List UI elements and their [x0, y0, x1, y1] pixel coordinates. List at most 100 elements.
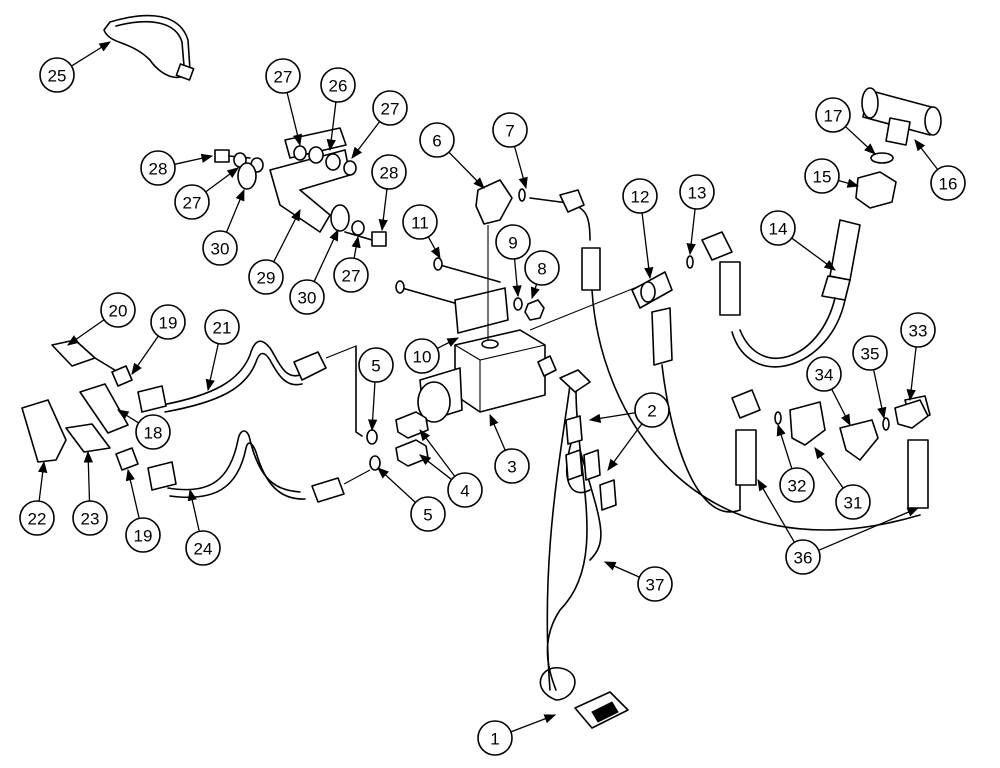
- callout-number: 27: [183, 194, 202, 213]
- callout-circle: [358, 347, 394, 383]
- callout-circle: [372, 90, 408, 126]
- callout-number: 28: [380, 164, 399, 183]
- part-26-nut-a: [308, 146, 324, 164]
- callout-leader-c18: [117, 409, 139, 424]
- callout-leader-c4a: [419, 454, 452, 481]
- callout-leader-c27c: [351, 121, 381, 159]
- callout-number: 5: [423, 506, 432, 525]
- callout-number: 12: [631, 188, 650, 207]
- callout-circle: [125, 517, 161, 553]
- part-30-clip-left: [237, 162, 257, 190]
- leader-hose-12: [529, 284, 643, 331]
- callout-c23: 23: [72, 500, 108, 536]
- callout-c34: 34: [806, 356, 842, 392]
- part-27-washer-e: [351, 220, 365, 236]
- callout-circle: [19, 500, 55, 536]
- callout-circle: [806, 356, 842, 392]
- callout-c8: 8: [524, 250, 560, 286]
- callout-number: 7: [505, 122, 514, 141]
- callout-circle: [402, 204, 438, 240]
- callout-number: 1: [490, 730, 499, 749]
- callout-c30b: 30: [289, 279, 325, 315]
- part-34-tee: [839, 419, 879, 461]
- part-25-clamp: [103, 14, 195, 81]
- callout-circle: [140, 150, 176, 186]
- part-28-bolt-right: [344, 231, 387, 247]
- callout-number: 35: [861, 345, 880, 364]
- part-8-nut: [524, 299, 545, 321]
- callout-leader-c29: [273, 208, 301, 263]
- callout-number: 36: [794, 549, 813, 568]
- callout-c16: 16: [930, 165, 966, 201]
- callout-number: 21: [213, 319, 232, 338]
- callout-circle: [495, 224, 531, 260]
- callout-number: 27: [342, 267, 361, 286]
- callout-c15: 15: [804, 158, 840, 194]
- part-21-nut: [293, 351, 327, 381]
- callout-number: 11: [411, 214, 429, 233]
- part-2-connector-b: [565, 449, 583, 481]
- callout-c28b: 28: [371, 154, 407, 190]
- callout-leader-c25: [71, 41, 111, 67]
- callout-circle: [815, 97, 851, 133]
- part-21-tube-b: [164, 352, 303, 413]
- callout-leader-c17: [845, 126, 876, 155]
- callout-leader-c19a: [131, 335, 159, 375]
- part-27-washer-c: [293, 145, 307, 161]
- callout-circle: [204, 309, 240, 345]
- part-13-o-ring: [686, 255, 694, 269]
- callout-number: 3: [507, 458, 516, 477]
- callout-leader-c27a: [286, 92, 303, 147]
- callout-c20: 20: [100, 292, 136, 328]
- callout-c14: 14: [760, 210, 796, 246]
- callout-leader-c16: [914, 139, 939, 170]
- callout-leader-c15: [838, 178, 860, 188]
- callout-leader-extra-c2-0: [607, 423, 643, 471]
- callout-c29: 29: [248, 259, 284, 295]
- part-35-o-ring: [882, 417, 890, 431]
- part-24-tube: [167, 430, 301, 493]
- callout-c36: 36: [785, 539, 821, 575]
- part-4-harness-nut: [537, 355, 557, 377]
- callout-leader-c22: [38, 460, 48, 502]
- callout-circle: [265, 58, 301, 94]
- callout-number: 10: [413, 348, 432, 367]
- callout-c27b: 27: [174, 184, 210, 220]
- callout-circle: [785, 539, 821, 575]
- callout-circle: [248, 259, 284, 295]
- callout-circle: [634, 392, 670, 428]
- callout-c6: 6: [419, 122, 455, 158]
- part-19-nut-lower: [115, 447, 139, 471]
- callout-number: 15: [813, 168, 832, 187]
- callout-c7: 7: [492, 112, 528, 148]
- part-21-tube: [161, 340, 301, 406]
- callout-circle: [492, 112, 528, 148]
- callout-number: 19: [159, 314, 178, 333]
- part-1-connector: [539, 667, 629, 729]
- callout-number: 24: [194, 540, 213, 559]
- callout-number: 31: [844, 494, 863, 513]
- hose-13: [701, 231, 741, 316]
- part-27-washer-d: [343, 160, 357, 176]
- part-26-nut-b: [325, 153, 341, 171]
- part-33-elbow: [894, 399, 929, 429]
- callout-c5b: 5: [410, 496, 446, 532]
- callout-leader-c37: [603, 561, 640, 578]
- callout-circle: [524, 250, 560, 286]
- callout-leader-c6: [448, 151, 485, 189]
- callout-circle: [371, 154, 407, 190]
- callout-circle: [320, 67, 356, 103]
- part-10-plate: [454, 287, 509, 334]
- callout-c12: 12: [622, 178, 658, 214]
- callout-c3: 3: [494, 448, 530, 484]
- callout-leader-c33: [906, 346, 917, 402]
- callout-leader-c20: [67, 319, 105, 346]
- callout-number: 18: [144, 424, 163, 443]
- callout-number: 16: [939, 175, 958, 194]
- callout-number: 30: [298, 289, 317, 308]
- callout-leader-c3: [489, 413, 506, 451]
- part-17-o-ring: [870, 152, 894, 164]
- part-31-fitting: [789, 401, 826, 446]
- callout-number: 5: [371, 357, 380, 376]
- callout-leader-c35: [872, 369, 887, 420]
